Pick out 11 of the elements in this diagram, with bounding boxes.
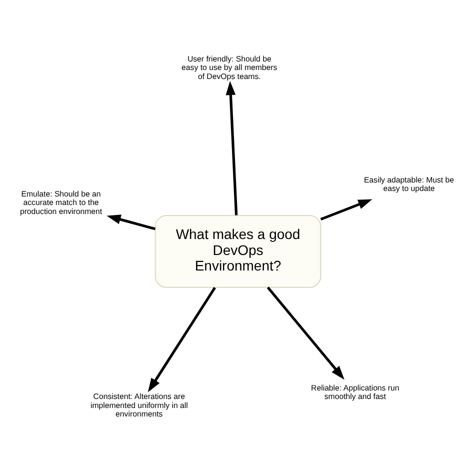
arrow xyxy=(106,214,156,230)
node-text: Easily adaptable: Must be easy to update xyxy=(364,175,454,194)
node-text: Reliable: Applications run smoothly and fast xyxy=(311,383,400,402)
node-text: User friendly: Should be easy to use by all members of DevOps teams. xyxy=(182,54,278,81)
node-text: Emulate: Should be an accurate match to the production environment xyxy=(20,189,102,216)
node-box: What makes a good DevOps Environment? xyxy=(154,215,322,288)
arrow xyxy=(148,286,216,392)
arrow xyxy=(266,286,344,380)
arrow xyxy=(226,81,238,216)
arrow xyxy=(320,199,372,220)
node-text: Consistent: Alterations are implemented uniformly in all environments xyxy=(90,392,188,419)
